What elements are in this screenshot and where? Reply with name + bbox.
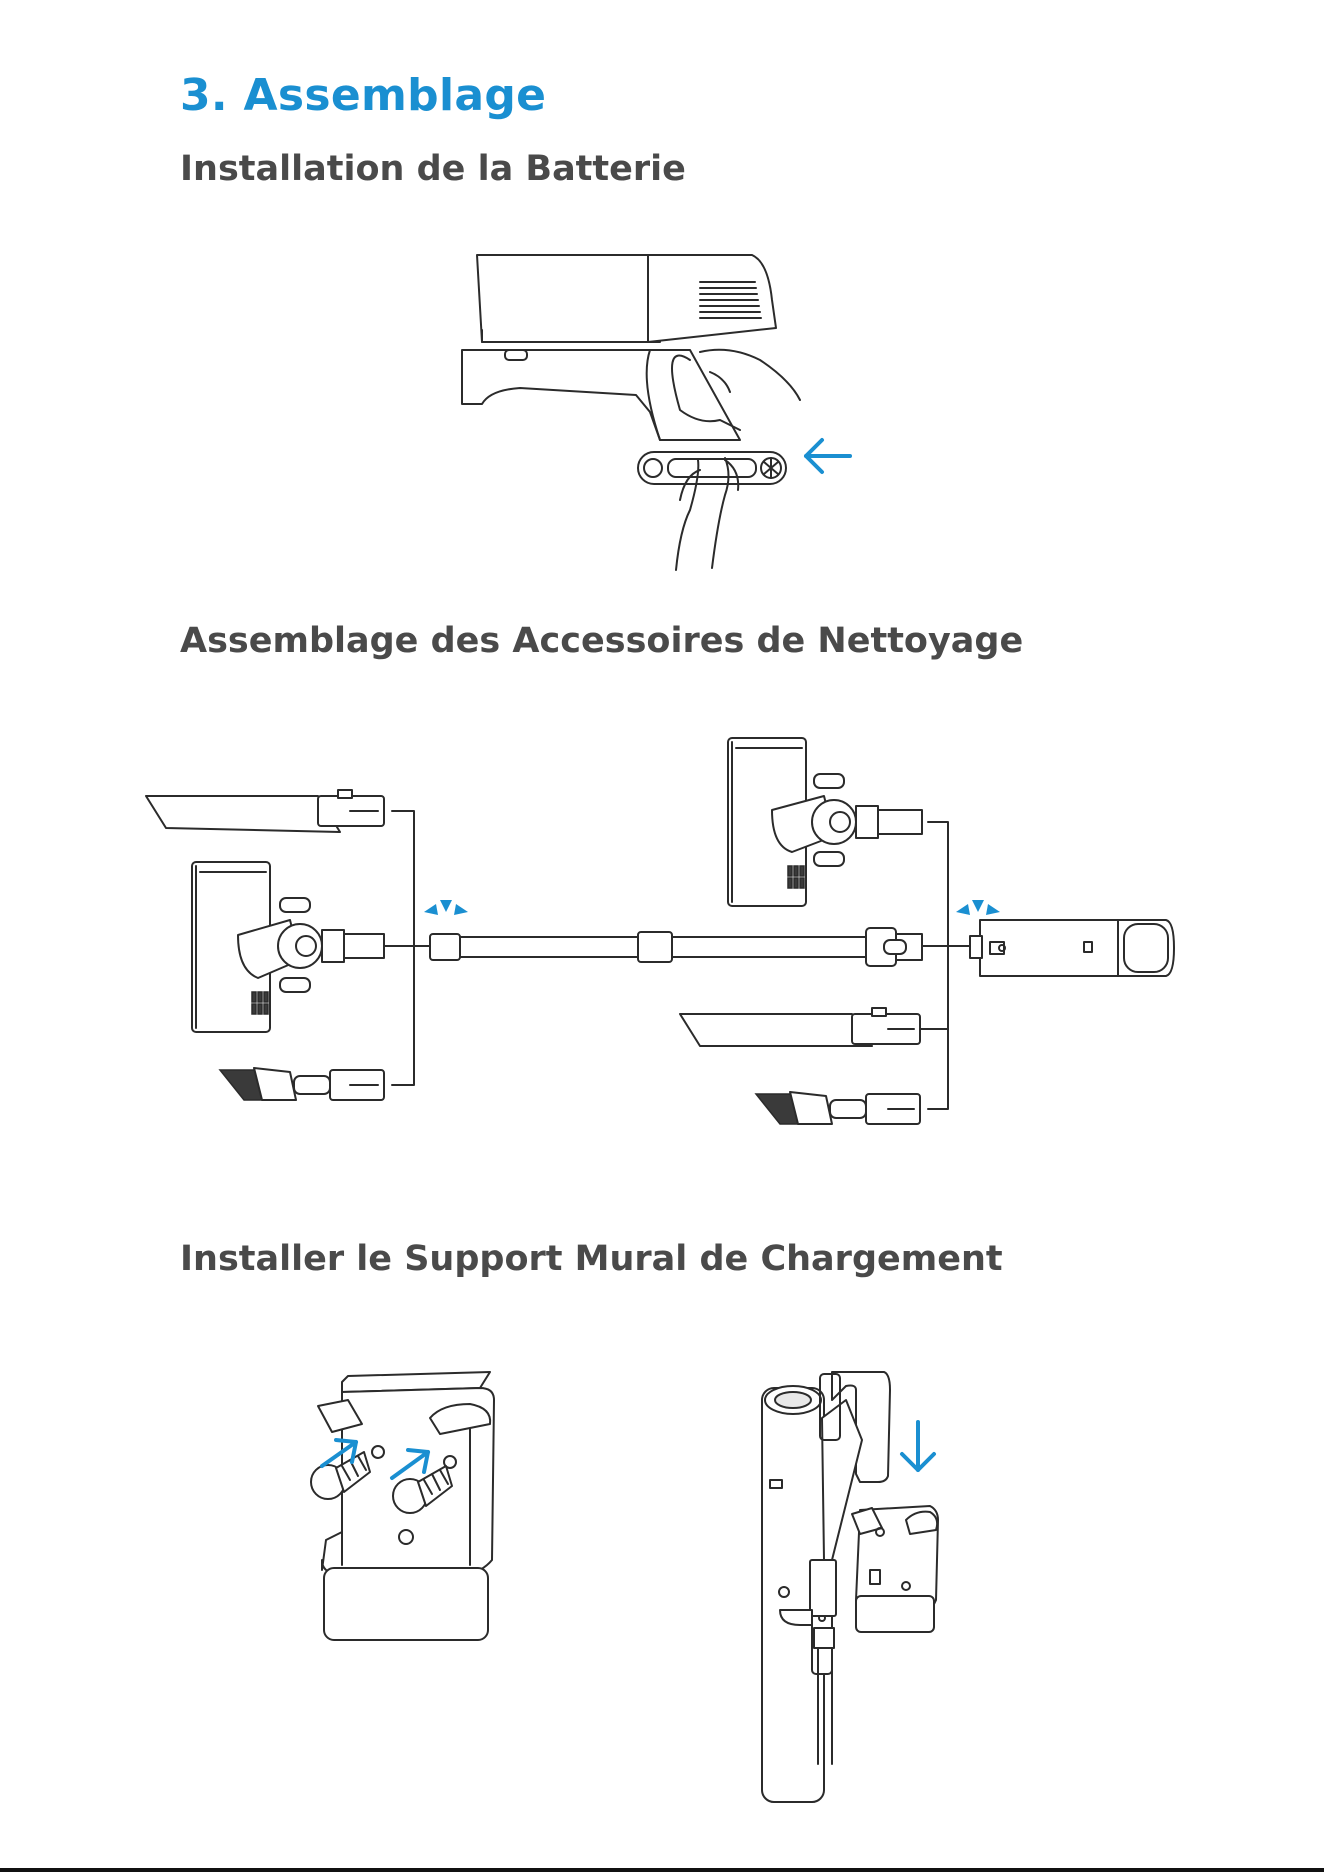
click-icon xyxy=(956,900,1000,915)
vacuum-handle-icon xyxy=(462,255,786,484)
extension-tube-icon xyxy=(430,928,922,966)
wall-bracket-icon xyxy=(852,1506,938,1632)
floor-brush-icon xyxy=(728,738,922,906)
floor-brush-icon xyxy=(192,862,384,1032)
dusting-brush-icon xyxy=(220,1068,384,1100)
crevice-tool-icon xyxy=(680,1008,920,1046)
crevice-tool-icon xyxy=(146,790,384,832)
arrow-left-icon xyxy=(806,440,850,472)
motor-unit-icon xyxy=(970,920,1174,976)
dusting-brush-icon xyxy=(756,1092,920,1124)
click-icon xyxy=(424,900,468,915)
arrow-down-icon xyxy=(902,1422,934,1470)
page-bottom-rule xyxy=(0,1868,1324,1872)
